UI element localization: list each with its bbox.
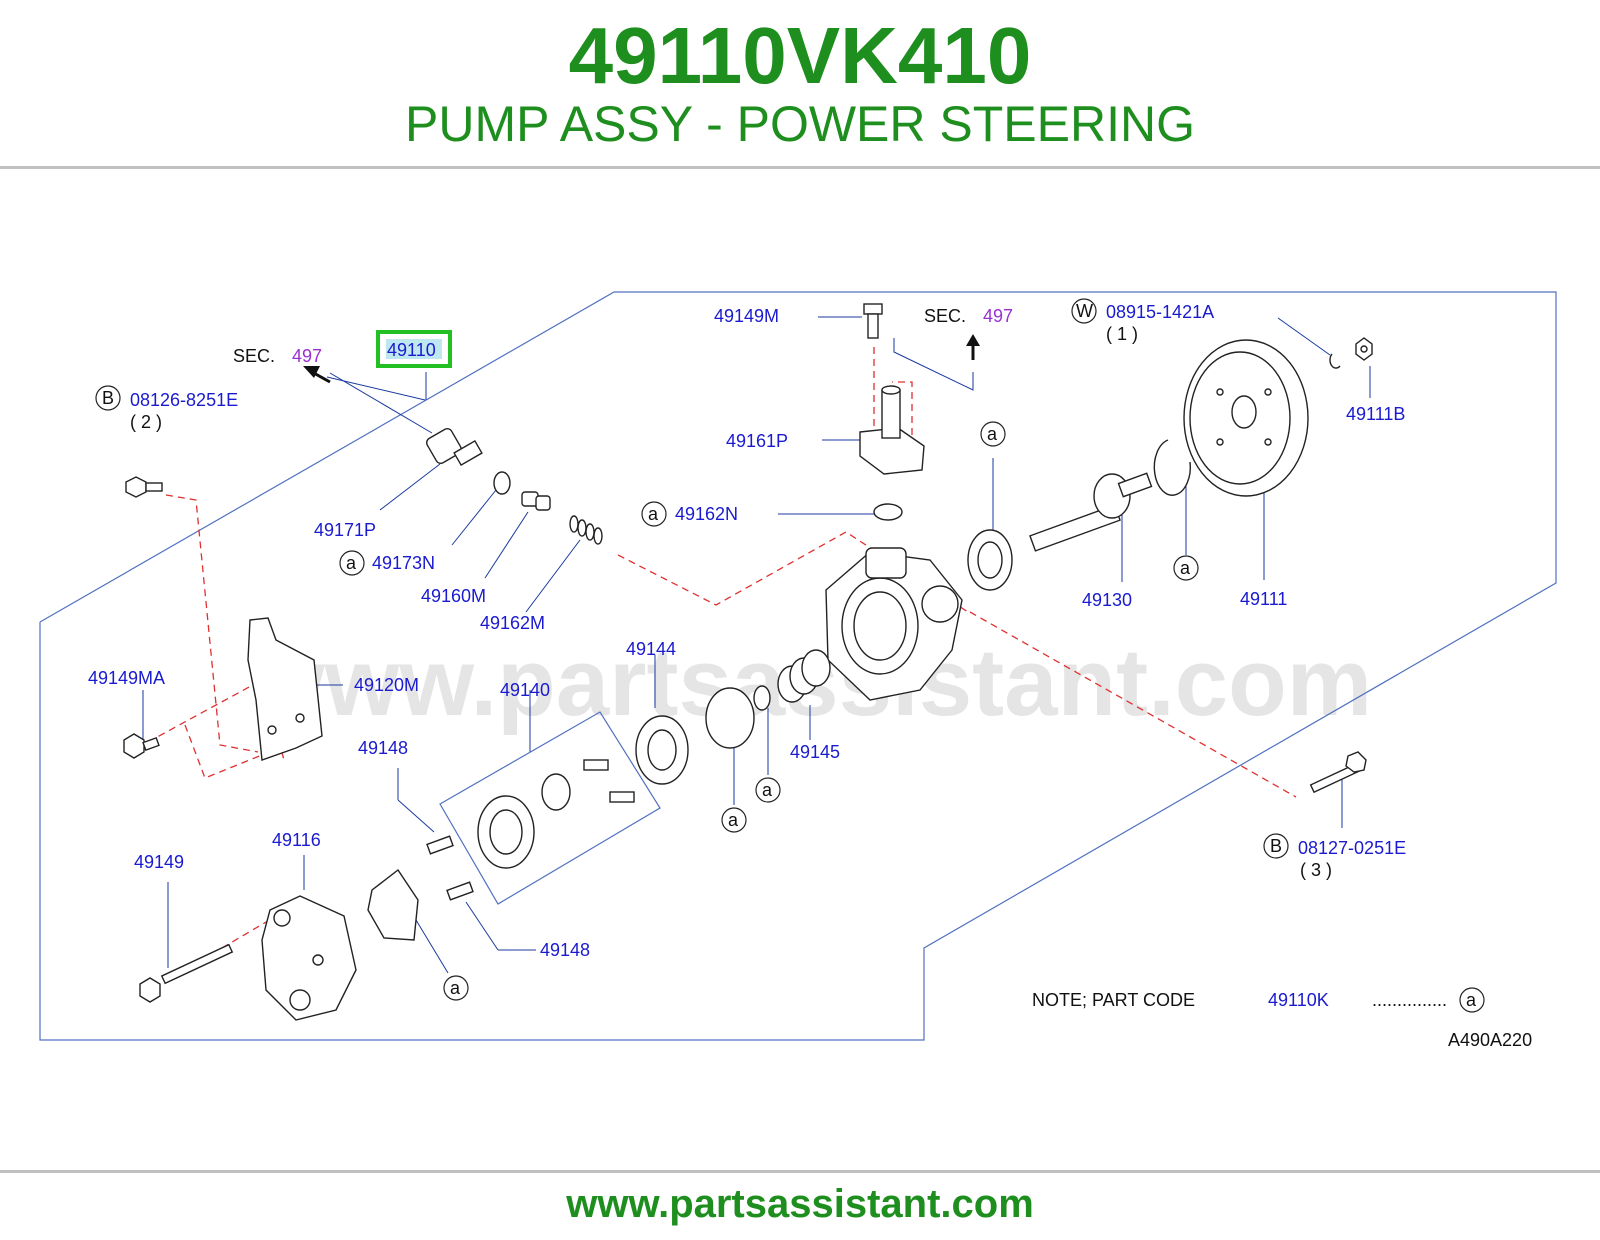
note-dots: ............... [1372, 990, 1447, 1010]
svg-text:a: a [1180, 558, 1191, 578]
callout-circle-b [1263, 833, 1289, 859]
parts-diagram: www.partsassistant.com [39, 291, 1557, 1050]
marker-a-cover-gasket: a [443, 975, 469, 1001]
note-marker-letter: a [1466, 990, 1477, 1010]
sec-arrow-right [966, 334, 980, 360]
washer-08915 [1329, 353, 1341, 369]
header: 49110VK410 PUMP ASSY - POWER STEERING [0, 0, 1600, 168]
part-label-49149m[interactable]: 49149M [714, 306, 779, 326]
sec-arrow-left [303, 366, 331, 384]
qty-08127: ( 3 ) [1300, 860, 1332, 880]
callout-circle-w [1071, 298, 1097, 324]
part-label-08915-1421a[interactable]: 08915-1421A [1106, 302, 1214, 322]
marker-a-oring: a [755, 777, 781, 803]
part-label-49111[interactable]: 49111 [1240, 589, 1287, 609]
marker-letter: a [648, 504, 659, 524]
marker-a-gasket: a [721, 807, 747, 833]
plate-49144 [635, 715, 689, 785]
pump-body [825, 547, 963, 701]
callout-circle-b [95, 385, 121, 411]
seal-ring [967, 529, 1013, 591]
sec-prefix-left: SEC. [233, 346, 275, 366]
sec-prefix-right: SEC. [924, 306, 966, 326]
part-label-49130[interactable]: 49130 [1082, 590, 1132, 610]
header-divider [0, 166, 1600, 169]
part-label-49120m[interactable]: 49120M [354, 675, 419, 695]
snap-ring [1153, 439, 1192, 496]
part-label-49162m[interactable]: 49162M [480, 613, 545, 633]
qty-08915: ( 1 ) [1106, 324, 1138, 344]
sec-ref-right[interactable]: 497 [983, 306, 1013, 326]
pin-49148-top [426, 835, 454, 855]
svg-text:a: a [762, 780, 773, 800]
part-label-49161p[interactable]: 49161P [726, 431, 788, 451]
sec-ref-left[interactable]: 497 [292, 346, 322, 366]
oring-49162n [873, 503, 903, 521]
callout-letter: B [102, 388, 114, 408]
marker-a-seal: a [980, 421, 1006, 447]
part-label-49171p[interactable]: 49171P [314, 520, 376, 540]
note-label: NOTE; PART CODE [1032, 990, 1195, 1010]
bolt-08127 [1309, 751, 1367, 794]
callout-letter: B [1270, 836, 1282, 856]
footer-website[interactable]: www.partsassistant.com [566, 1182, 1034, 1226]
part-label-49149ma[interactable]: 49149MA [88, 668, 165, 688]
part-label-49116[interactable]: 49116 [272, 830, 321, 850]
diagram-code: A490A220 [1448, 1030, 1532, 1050]
footer-divider [0, 1170, 1600, 1173]
cartridge-49140 [439, 711, 661, 905]
oring [753, 685, 771, 711]
pulley-49111 [1183, 339, 1309, 497]
marker-a-snapring: a [1173, 555, 1199, 581]
cover-49116 [261, 895, 357, 1021]
part-label-49145[interactable]: 49145 [790, 742, 840, 762]
part-label-49140[interactable]: 49140 [500, 680, 550, 700]
marker-letter: a [346, 553, 357, 573]
part-label-49173n[interactable]: 49173N [372, 553, 435, 573]
leader-lines [142, 316, 1371, 974]
note-marker-circle [1459, 987, 1485, 1013]
part-label-49149[interactable]: 49149 [134, 852, 184, 872]
bolt-49149m [863, 303, 883, 339]
marker-circle-a [339, 550, 365, 576]
svg-text:a: a [728, 810, 739, 830]
valve-49160m [521, 491, 551, 511]
part-label-49144[interactable]: 49144 [626, 639, 676, 659]
bracket-49120m [247, 617, 323, 761]
marker-circle-a [641, 501, 667, 527]
note-part-code[interactable]: 49110K [1268, 990, 1329, 1010]
part-label-49162n[interactable]: 49162N [675, 504, 738, 524]
part-label-08126-8251e[interactable]: 08126-8251E [130, 390, 238, 410]
pin-49148-bottom [446, 881, 474, 901]
highlighted-part-label[interactable]: 49110 [387, 340, 436, 360]
connector-49161p [859, 385, 925, 475]
part-label-49160m[interactable]: 49160M [421, 586, 486, 606]
bolt-49149ma [123, 733, 160, 759]
valve-49171p [426, 428, 483, 467]
assembly-frame [39, 291, 1557, 1041]
part-label-08127-0251e[interactable]: 08127-0251E [1298, 838, 1406, 858]
svg-text:a: a [987, 424, 998, 444]
part-label-49111b[interactable]: 49111B [1346, 404, 1405, 424]
part-label-49148-bottom[interactable]: 49148 [540, 940, 590, 960]
part-number-title: 49110VK410 [568, 11, 1032, 100]
callout-letter: W [1076, 301, 1093, 321]
shaft-49130 [1029, 472, 1153, 552]
svg-text:a: a [450, 978, 461, 998]
gasket-cover [367, 868, 419, 941]
bolt-49149 [139, 943, 234, 1003]
oring-49173n [493, 471, 511, 495]
bolt-08126 [125, 476, 163, 498]
highlighted-part-fill [386, 339, 442, 359]
nut-49111b [1355, 337, 1373, 361]
qty-08126: ( 2 ) [130, 412, 162, 432]
part-label-49148-top[interactable]: 49148 [358, 738, 408, 758]
spring-49162m [569, 515, 603, 545]
gasket [705, 687, 755, 749]
spring-49145 [777, 649, 831, 703]
part-name-subtitle: PUMP ASSY - POWER STEERING [405, 96, 1195, 152]
